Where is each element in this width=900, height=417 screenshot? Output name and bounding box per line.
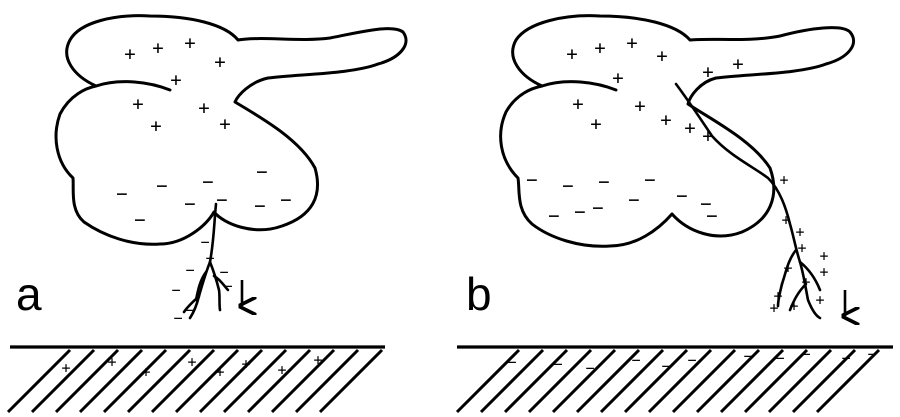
- charge: +: [769, 299, 778, 317]
- charge: +: [277, 361, 286, 379]
- charge: +: [656, 45, 667, 67]
- hatch-line: [296, 350, 358, 412]
- charge: −: [585, 359, 594, 377]
- charge: +: [684, 117, 695, 139]
- charge: +: [124, 43, 135, 65]
- hatch-line: [128, 350, 190, 412]
- charge: +: [626, 32, 637, 54]
- hatch-line: [176, 350, 238, 412]
- charge: +: [815, 291, 824, 309]
- charge: +: [241, 355, 250, 373]
- charge: +: [789, 297, 798, 315]
- cloud-seam-a: [96, 82, 170, 90]
- charge: +: [184, 32, 195, 54]
- charge: +: [61, 359, 70, 377]
- charge: +: [781, 211, 790, 229]
- panel-a: + + + + + + + + + − − − − − − − − −: [8, 16, 406, 412]
- charge: +: [783, 259, 792, 277]
- charge: −: [116, 183, 127, 205]
- charge: +: [612, 67, 623, 89]
- charge: +: [219, 113, 230, 135]
- panel-label-b: b: [466, 268, 492, 320]
- charge: +: [215, 363, 224, 381]
- charge: +: [152, 37, 163, 59]
- panel-b: + + + + + + + + + + + + + − − − − − − − …: [457, 16, 893, 412]
- charge: −: [256, 161, 267, 183]
- charge: +: [594, 37, 605, 59]
- charge: +: [187, 353, 196, 371]
- hatch-line: [320, 350, 382, 412]
- charge: −: [801, 345, 810, 363]
- charge: −: [592, 197, 603, 219]
- charge: −: [134, 209, 145, 231]
- charge: −: [156, 175, 167, 197]
- charge: +: [660, 109, 671, 131]
- charge: +: [214, 51, 225, 73]
- charge: +: [313, 351, 322, 369]
- charge: +: [779, 171, 788, 189]
- charge: −: [254, 195, 265, 217]
- charge: +: [107, 353, 116, 371]
- hatch-line: [224, 350, 286, 412]
- charge: +: [170, 69, 181, 91]
- cloud-outline-a: [56, 16, 406, 245]
- charge: −: [775, 349, 784, 367]
- charge: +: [141, 363, 150, 381]
- charge: −: [598, 171, 609, 193]
- charge: −: [841, 349, 850, 367]
- charge: −: [216, 189, 227, 211]
- charge: +: [634, 95, 645, 117]
- charge: +: [572, 93, 583, 115]
- charge: −: [185, 301, 194, 319]
- charge: −: [280, 189, 291, 211]
- hatch-line: [152, 350, 214, 412]
- charge: +: [797, 239, 806, 257]
- charge: −: [171, 281, 180, 299]
- charge: −: [676, 185, 687, 207]
- charge: −: [548, 205, 559, 227]
- charge: −: [223, 277, 232, 295]
- charge: −: [687, 351, 696, 369]
- charge: +: [819, 263, 828, 281]
- charge: +: [566, 43, 577, 65]
- charge: −: [202, 171, 213, 193]
- hatch-line: [649, 350, 711, 412]
- charge: −: [507, 353, 516, 371]
- charge: −: [205, 249, 214, 267]
- hatch-line: [272, 350, 334, 412]
- charge: −: [185, 261, 194, 279]
- charge: −: [700, 193, 711, 215]
- charge: +: [150, 115, 161, 137]
- negative-charges-b: − − − − − − − − − − −: [526, 169, 717, 227]
- charge: −: [553, 355, 562, 373]
- stepped-leader-b: [676, 84, 820, 318]
- panel-label-a: a: [16, 268, 42, 320]
- charge: +: [702, 61, 713, 83]
- negative-charges-a: − − − − − − − − −: [116, 161, 291, 231]
- charge: −: [631, 351, 640, 369]
- charge: +: [732, 53, 743, 75]
- hatch-line: [200, 350, 262, 412]
- charge: −: [526, 169, 537, 191]
- hatch-line: [248, 350, 310, 412]
- charge: +: [590, 113, 601, 135]
- charge: +: [198, 97, 209, 119]
- charge: −: [743, 347, 752, 365]
- positive-charges-b: + + + + + + + + + + + + +: [566, 32, 743, 147]
- charge: −: [644, 169, 655, 191]
- charge: −: [661, 357, 670, 375]
- charge: −: [867, 345, 876, 363]
- charge: −: [184, 193, 195, 215]
- charge: +: [132, 93, 143, 115]
- charge: −: [562, 175, 573, 197]
- positive-charges-a: + + + + + + + + +: [124, 32, 230, 137]
- charge: −: [574, 201, 585, 223]
- hatch-line: [673, 350, 735, 412]
- charge: +: [801, 273, 810, 291]
- charge: −: [628, 189, 639, 211]
- cloud-seam-b: [542, 82, 616, 90]
- charge: −: [173, 309, 182, 327]
